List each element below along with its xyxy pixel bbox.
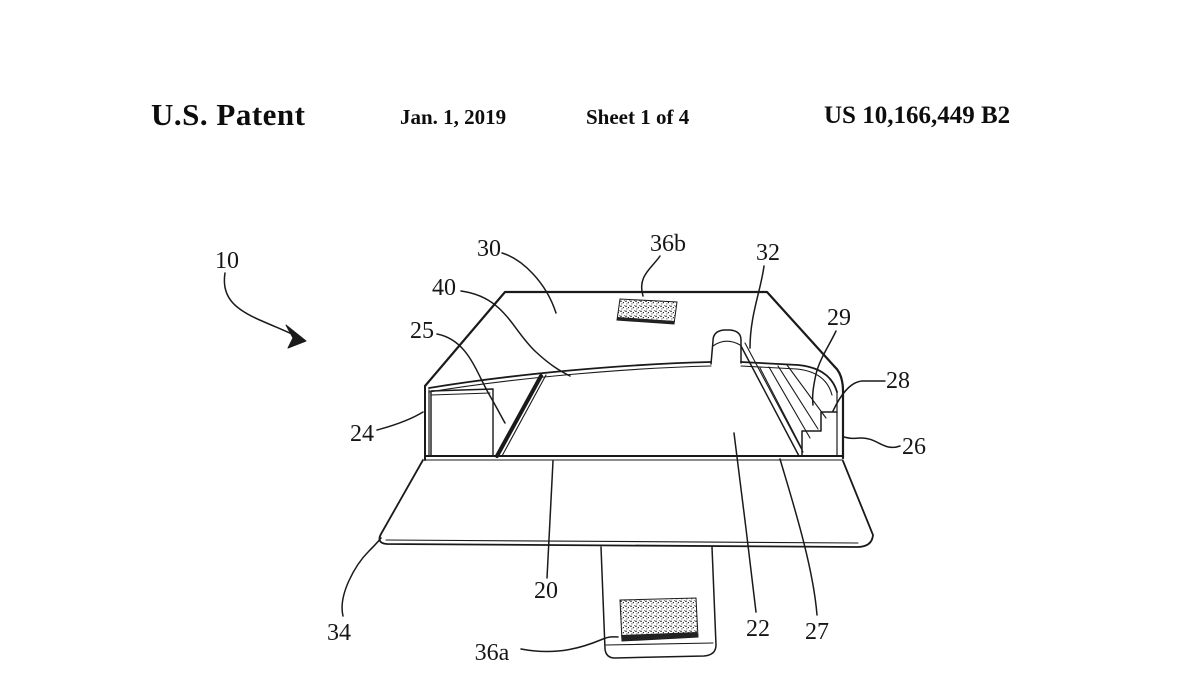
ref-label-40: 40 (432, 275, 456, 301)
tab-outline (710, 329, 742, 365)
top-plate-outline (423, 290, 845, 460)
leader-34 (341, 537, 382, 617)
ref-label-22: 22 (746, 616, 770, 642)
leader-30 (501, 252, 557, 314)
leader-36a (520, 636, 619, 653)
bottom-strap (600, 546, 717, 659)
leader-22 (733, 432, 757, 613)
leader-10-arrowhead (285, 324, 307, 349)
ref-label-30: 30 (477, 236, 501, 262)
adhesive-pads (616, 298, 699, 642)
patent-header-title: U.S. Patent (151, 97, 306, 132)
leader-20 (546, 460, 554, 579)
ref-label-36b: 36b (650, 231, 686, 257)
device-body-outline (378, 290, 874, 659)
ref-label-25: 25 (410, 318, 434, 344)
leader-26 (843, 436, 901, 449)
leader-36b (640, 255, 661, 297)
back-rim-right-inner (740, 365, 833, 396)
ref-label-24: 24 (350, 421, 374, 447)
ref-label-28: 28 (886, 368, 910, 394)
shadow-diagonal-thick (495, 374, 543, 458)
leader-27 (779, 458, 818, 616)
back-rim-inner (428, 365, 712, 393)
leader-28 (832, 380, 886, 412)
hatch-line-4 (786, 364, 827, 419)
tab-dome-line (712, 340, 741, 347)
ramp-edge-inner (744, 342, 804, 453)
flange-outline (378, 459, 874, 548)
leader-32 (749, 265, 765, 349)
pad-36b-shade (617, 317, 675, 324)
flange-bottom-inner (385, 539, 859, 544)
ref-label-32: 32 (756, 240, 780, 266)
hatch-line-1 (759, 367, 802, 448)
pad-36a-shade (621, 632, 698, 641)
ref-label-29: 29 (827, 305, 851, 331)
bottom-strap-inner (605, 642, 714, 646)
ramp-edge-outer (740, 345, 800, 457)
patent-header-date: Jan. 1, 2019 (400, 105, 507, 129)
back-rim-right-outer (740, 361, 838, 393)
ref-label-10: 10 (215, 248, 239, 274)
leader-10 (223, 272, 297, 337)
patent-header-sheet: Sheet 1 of 4 (586, 105, 690, 129)
ref-label-26: 26 (902, 434, 926, 460)
hatch-line-3 (777, 365, 819, 430)
ref-label-20: 20 (534, 578, 558, 604)
reference-numerals: 10 20 22 24 25 26 27 28 29 30 32 34 36a … (215, 231, 926, 666)
shadow-diagonal-thin (501, 374, 547, 457)
left-block (430, 388, 494, 457)
leader-lines (223, 252, 901, 653)
back-rim-outer (428, 361, 712, 389)
leader-24 (376, 411, 424, 431)
ref-label-36a: 36a (475, 640, 510, 666)
hatch-line-2 (768, 366, 811, 439)
ref-label-27: 27 (805, 619, 829, 645)
ref-label-34: 34 (327, 620, 351, 646)
left-block-top-inner (430, 392, 491, 396)
leader-40 (460, 290, 571, 377)
leader-29 (811, 330, 837, 406)
step-profile (801, 411, 838, 457)
patent-header-number: US 10,166,449 B2 (824, 102, 1011, 129)
leader-25 (436, 333, 506, 424)
